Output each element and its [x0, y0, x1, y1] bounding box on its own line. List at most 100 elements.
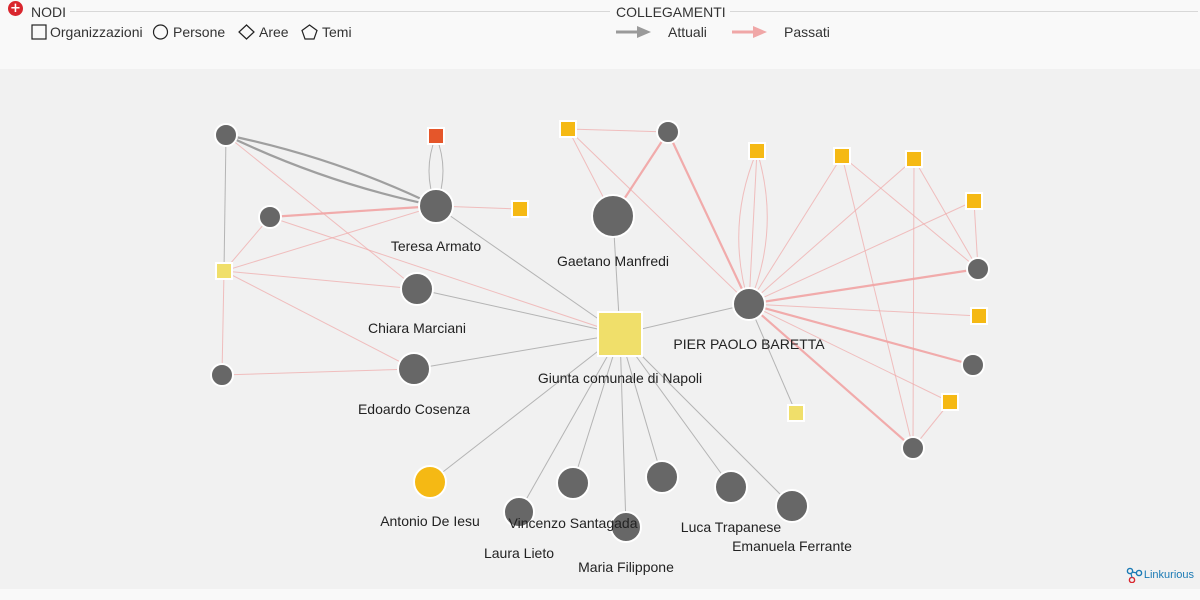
node-organization[interactable]	[833, 147, 851, 165]
edge-current[interactable]	[619, 333, 627, 528]
edge-past[interactable]	[748, 200, 975, 305]
node-person[interactable]	[591, 194, 635, 238]
node-person[interactable]	[258, 205, 282, 229]
node-person[interactable]	[214, 123, 238, 147]
edge-current[interactable]	[518, 333, 621, 513]
node-person[interactable]	[961, 353, 985, 377]
node-label: Chiara Marciani	[368, 320, 466, 336]
legend-item-aree[interactable]: Aree	[238, 24, 289, 40]
edge-past[interactable]	[748, 303, 951, 403]
legend-label: Temi	[322, 24, 352, 40]
edge-past[interactable]	[748, 303, 914, 449]
footer-bar	[0, 589, 1200, 600]
diamond-icon	[238, 24, 255, 40]
node-label: Edoardo Cosenza	[358, 401, 470, 417]
legend-item-temi[interactable]: Temi	[301, 24, 352, 40]
node-person[interactable]	[966, 257, 990, 281]
node-person[interactable]	[775, 489, 809, 523]
node-organization[interactable]	[511, 200, 529, 218]
edge-past[interactable]	[748, 158, 915, 305]
edge-current[interactable]	[225, 133, 437, 207]
node-label: Giunta comunale di Napoli	[538, 370, 702, 386]
edge-current[interactable]	[416, 288, 621, 335]
node-organization[interactable]	[427, 127, 445, 145]
node-organization[interactable]	[941, 393, 959, 411]
legend-item-persone[interactable]: Persone	[152, 24, 225, 40]
node-person[interactable]	[556, 466, 590, 500]
edge-past[interactable]	[223, 270, 415, 370]
legend-label: Organizzazioni	[50, 24, 143, 40]
legend-label: Aree	[259, 24, 289, 40]
node-person[interactable]	[610, 511, 642, 543]
edge-past[interactable]	[912, 158, 915, 449]
edges-layer	[221, 128, 980, 528]
node-label: Vincenzo Santagada	[509, 515, 638, 531]
legend-nodes-title: NODI	[29, 4, 68, 20]
edge-past[interactable]	[748, 267, 979, 306]
node-organization[interactable]	[597, 311, 643, 357]
brand-name: Linkurious	[1143, 569, 1194, 581]
node-person[interactable]	[418, 188, 454, 224]
edge-current[interactable]	[619, 333, 793, 507]
legend-item-attuali[interactable]: Attuali	[615, 24, 707, 40]
node-organization[interactable]	[905, 150, 923, 168]
edge-past[interactable]	[667, 131, 750, 305]
legend-label: Attuali	[668, 24, 707, 40]
node-person[interactable]	[397, 352, 431, 386]
edge-current[interactable]	[225, 134, 437, 208]
legend-item-organizzazioni[interactable]: Organizzazioni	[31, 24, 143, 40]
edge-current[interactable]	[619, 333, 663, 478]
edge-past[interactable]	[225, 134, 418, 290]
edge-past[interactable]	[738, 150, 758, 305]
node-person[interactable]	[503, 496, 535, 528]
edge-current[interactable]	[572, 333, 621, 484]
edge-past[interactable]	[748, 150, 758, 305]
edge-past[interactable]	[748, 150, 768, 305]
node-person[interactable]	[400, 272, 434, 306]
edge-past[interactable]	[748, 155, 843, 305]
edge-current[interactable]	[413, 333, 621, 370]
node-organization[interactable]	[559, 120, 577, 138]
edge-past[interactable]	[221, 270, 225, 376]
linkurious-logo-icon	[1126, 567, 1143, 583]
edge-past[interactable]	[913, 158, 979, 270]
edge-past[interactable]	[221, 368, 415, 376]
edge-current[interactable]	[748, 303, 797, 414]
square-icon	[31, 24, 47, 40]
node-organization[interactable]	[787, 404, 805, 422]
edge-past[interactable]	[841, 155, 914, 449]
node-label: Luca Trapanese	[681, 519, 782, 535]
edge-past[interactable]	[748, 302, 974, 367]
edge-past[interactable]	[223, 205, 437, 272]
legend-item-passati[interactable]: Passati	[731, 24, 830, 40]
edge-current[interactable]	[435, 205, 621, 335]
node-person[interactable]	[714, 470, 748, 504]
edge-past[interactable]	[269, 204, 437, 219]
node-person[interactable]	[901, 436, 925, 460]
edge-past[interactable]	[841, 155, 979, 270]
edge-current[interactable]	[619, 333, 732, 488]
edge-current[interactable]	[223, 134, 227, 272]
node-organization[interactable]	[215, 262, 233, 280]
node-person[interactable]	[645, 460, 679, 494]
node-label: Antonio De Iesu	[380, 513, 480, 529]
brand-link[interactable]: Linkurious	[1126, 567, 1194, 583]
node-person[interactable]	[413, 465, 447, 499]
edge-past[interactable]	[567, 128, 750, 305]
edge-current[interactable]	[429, 333, 621, 483]
node-organization[interactable]	[965, 192, 983, 210]
node-person[interactable]	[732, 287, 766, 321]
edge-past[interactable]	[269, 216, 621, 335]
edge-past[interactable]	[748, 303, 980, 317]
node-organization[interactable]	[970, 307, 988, 325]
node-person[interactable]	[656, 120, 680, 144]
add-icon[interactable]: +	[8, 1, 23, 16]
node-organization[interactable]	[748, 142, 766, 160]
edge-past[interactable]	[567, 128, 669, 133]
node-person[interactable]	[210, 363, 234, 387]
node-label: PIER PAOLO BARETTA	[673, 336, 825, 352]
legend-panel: + NODI COLLEGAMENTI Organizzazioni Perso…	[0, 0, 1200, 69]
edge-past[interactable]	[223, 270, 418, 290]
